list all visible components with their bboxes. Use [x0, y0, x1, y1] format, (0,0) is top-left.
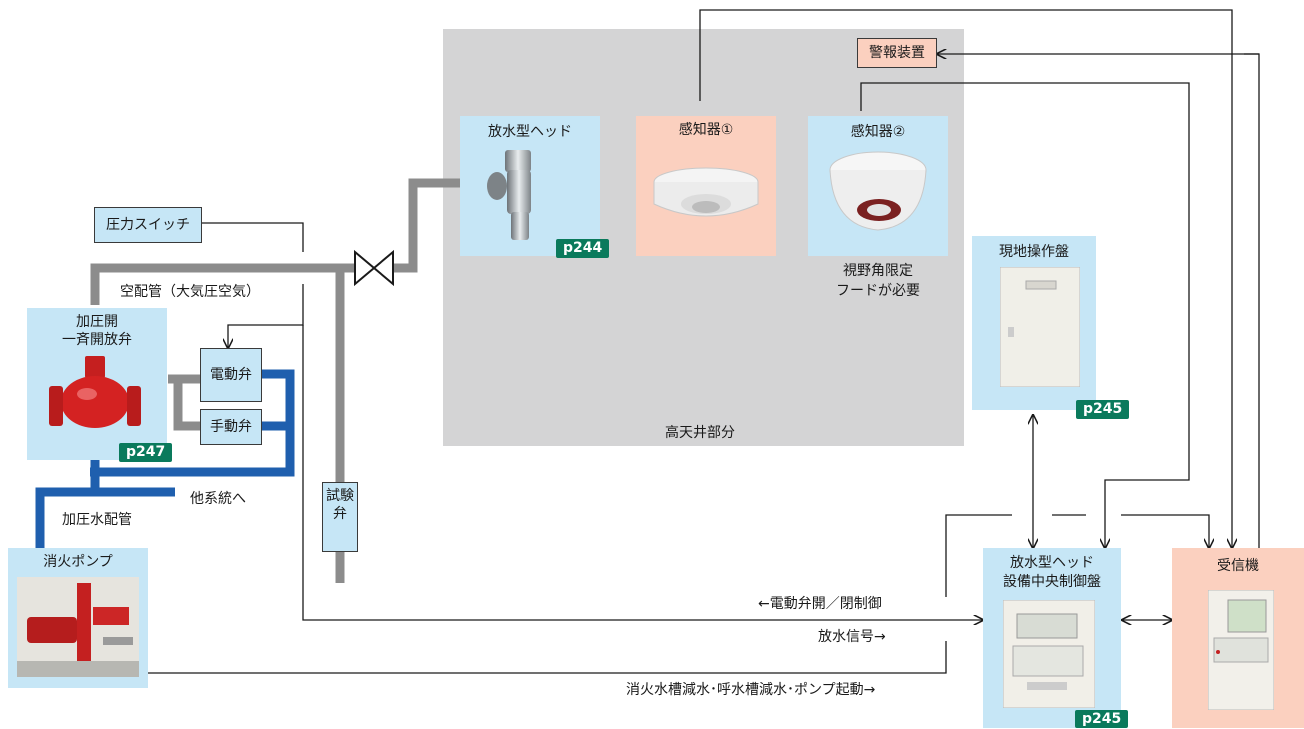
- receiver-image: [1208, 590, 1274, 710]
- detector2-image: [829, 151, 927, 231]
- detector1-image: [653, 167, 759, 217]
- fire-pump-label: 消火ポンプ: [43, 554, 113, 570]
- fire-pump-image: [17, 577, 139, 677]
- pressure-switch-box: [94, 207, 202, 243]
- pressurized-water-pipe: [35, 369, 295, 553]
- pressurized-pipe-label: 加圧水配管: [62, 512, 132, 528]
- detector1-label: 感知器①: [678, 122, 734, 138]
- central-panel-label-line1: 放水型ヘッド: [1010, 555, 1094, 571]
- signal-discharge: 放水信号→: [818, 629, 886, 645]
- gate-valve: [354, 249, 394, 287]
- page-ref-badge: p245: [1076, 400, 1130, 419]
- manual-valve-box: [200, 409, 262, 445]
- page-ref-badge: p244: [556, 239, 610, 258]
- valve-label-line2: 一斉開放弁: [62, 332, 132, 348]
- discharge-head-label: 放水型ヘッド: [488, 124, 572, 140]
- pressure-switch-label: 圧力スイッチ: [106, 217, 190, 233]
- air-pipe-label: 空配管（大気圧空気）: [120, 284, 260, 300]
- valve-image: [49, 356, 141, 428]
- electric-valve-box: [200, 348, 262, 402]
- receiver-label: 受信機: [1217, 558, 1259, 574]
- central-panel-label-line2: 設備中央制御盤: [1003, 574, 1101, 590]
- manual-valve-label: 手動弁: [210, 419, 252, 435]
- detector2-note-line2: フードが必要: [836, 283, 920, 299]
- local-panel-label: 現地操作盤: [999, 244, 1069, 260]
- discharge-nozzle-image: [487, 150, 531, 240]
- local-panel-image: [1000, 267, 1080, 387]
- electric-valve-label: 電動弁: [210, 367, 252, 383]
- detector2-note-line1: 視野角限定: [843, 263, 913, 279]
- test-valve-box: [322, 482, 358, 552]
- high-ceiling-label: 高天井部分: [665, 425, 735, 441]
- page-ref-badge: p245: [1075, 710, 1129, 728]
- alarm-device-label: 警報装置: [869, 45, 925, 61]
- detector2-label: 感知器②: [850, 124, 906, 140]
- alarm-device-box: [857, 38, 937, 68]
- test-valve-label: 試験弁: [326, 488, 354, 522]
- other-systems-label: 他系統へ: [190, 491, 246, 507]
- page-ref-badge: p247: [119, 443, 173, 462]
- signal-valve-control: ←電動弁開／閉制御: [758, 596, 882, 612]
- valve-label-line1: 加圧開: [76, 314, 118, 330]
- signal-pump: 消火水槽減水･呼水槽減水･ポンプ起動→: [626, 682, 876, 698]
- central-panel-image: [1003, 600, 1095, 708]
